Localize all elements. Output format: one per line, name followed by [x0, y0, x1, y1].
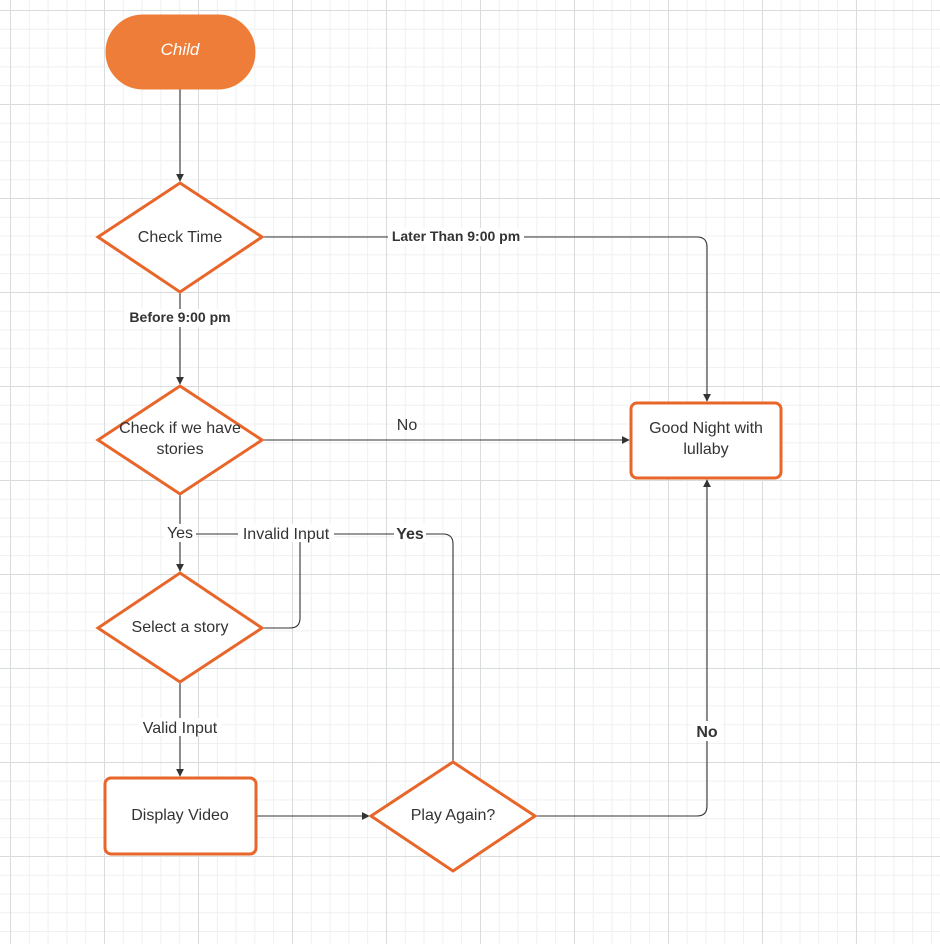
- decision-diamond-check-stories: [95, 384, 265, 496]
- edge-label-before: Before 9:00 pm: [124, 309, 236, 327]
- display-video-label: Display Video: [131, 807, 229, 824]
- node-check-time: Check Time: [95, 181, 265, 294]
- start-terminal-shape: [105, 14, 256, 90]
- edge-label-invalid-input-text: Invalid Input: [243, 526, 330, 543]
- process-box-display-video: [103, 776, 258, 856]
- edge-label-later-than-text: Later Than 9:00 pm: [392, 228, 520, 244]
- play-again-label: Play Again?: [411, 807, 496, 824]
- select-story-label: Select a story: [132, 619, 229, 636]
- node-display-video: Display Video: [103, 776, 258, 856]
- decision-diamond-select-story: [95, 571, 265, 684]
- edge-label-invalid-input: Invalid Input: [238, 524, 334, 543]
- edge-label-yes-again-text: Yes: [396, 526, 424, 543]
- edge-label-yes-stories: Yes: [164, 524, 196, 542]
- check-stories-label-line1: Check if we have: [119, 420, 241, 437]
- edge-label-valid-input: Valid Input: [138, 718, 222, 737]
- check-stories-label-line2: stories: [156, 441, 203, 458]
- edge-label-valid-input-text: Valid Input: [143, 720, 218, 737]
- decision-diamond-check-time: [95, 181, 265, 294]
- edge-label-before-text: Before 9:00 pm: [129, 309, 230, 325]
- good-night-label-line1: Good Night with: [649, 420, 763, 437]
- edge-label-yes-stories-text: Yes: [167, 525, 193, 542]
- start-label: Child: [161, 40, 200, 59]
- good-night-label-line2: lullaby: [683, 441, 728, 458]
- node-select-story: Select a story: [95, 571, 265, 684]
- decision-diamond-play-again: [368, 760, 538, 873]
- node-play-again: Play Again?: [368, 760, 538, 873]
- edge-label-yes-again: Yes: [394, 524, 426, 543]
- edge-label-later-than: Later Than 9:00 pm: [388, 228, 524, 246]
- edge-label-no-again: No: [692, 721, 722, 741]
- edge-play-again-yes-loop: [300, 533, 454, 762]
- edge-label-no-again-text: No: [696, 724, 718, 741]
- edge-select-story-invalid-loop: [180, 533, 301, 629]
- node-check-stories: Check if we have stories: [95, 384, 265, 496]
- edge-check-time-to-good-night: [262, 236, 711, 402]
- process-box-good-night: [629, 401, 783, 480]
- node-good-night: Good Night with lullaby: [629, 401, 783, 480]
- edge-label-no-stories: No: [397, 417, 418, 434]
- node-start-child: Child: [105, 14, 256, 90]
- check-time-label: Check Time: [138, 229, 223, 246]
- edge-play-again-to-good-night: [535, 479, 711, 817]
